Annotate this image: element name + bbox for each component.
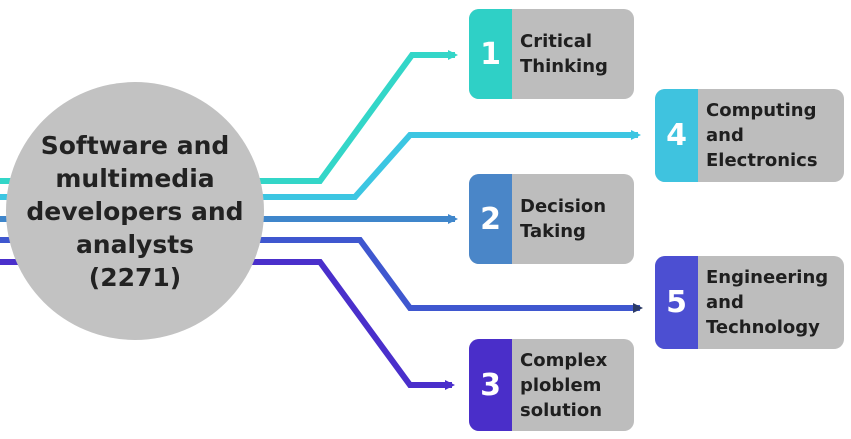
card-label-line: and bbox=[706, 125, 744, 146]
card-label-line: Computing bbox=[706, 100, 817, 121]
card-label-line: Taking bbox=[520, 221, 586, 242]
card-label: Engineering and Technology bbox=[698, 256, 844, 349]
card-number: 2 bbox=[469, 174, 512, 264]
card-label: Decision Taking bbox=[512, 174, 634, 264]
hub-line: multimedia bbox=[55, 163, 215, 193]
card-critical-thinking: 1 Critical Thinking bbox=[469, 9, 634, 99]
hub-line: (2271) bbox=[88, 262, 182, 292]
card-engineering-technology: 5 Engineering and Technology bbox=[655, 256, 844, 349]
card-number: 3 bbox=[469, 339, 512, 431]
card-label-line: Technology bbox=[706, 317, 820, 338]
card-label-line: and bbox=[706, 292, 744, 313]
hub-label: Software and multimedia developers and a… bbox=[26, 129, 243, 294]
card-label-line: Thinking bbox=[520, 56, 608, 77]
hub-line: developers and bbox=[26, 196, 244, 226]
card-label-line: Engineering bbox=[706, 267, 829, 288]
hub-line: Software and bbox=[40, 130, 230, 160]
card-label-line: Critical bbox=[520, 31, 593, 52]
card-decision-taking: 2 Decision Taking bbox=[469, 174, 634, 264]
card-number: 1 bbox=[469, 9, 512, 99]
card-label-line: Electronics bbox=[706, 150, 818, 171]
hub-circle: Software and multimedia developers and a… bbox=[6, 82, 264, 340]
card-number: 5 bbox=[655, 256, 698, 349]
card-label-line: solution bbox=[520, 399, 603, 421]
card-label-line: Complex bbox=[520, 349, 608, 371]
card-computing-electronics: 4 Computing and Electronics bbox=[655, 89, 844, 182]
card-label-line: ploblem bbox=[520, 374, 602, 396]
card-label: Critical Thinking bbox=[512, 9, 634, 99]
card-label: Complex ploblem solution bbox=[512, 339, 634, 431]
card-number: 4 bbox=[655, 89, 698, 182]
card-label: Computing and Electronics bbox=[698, 89, 844, 182]
hub-line: analysts bbox=[75, 229, 195, 259]
card-complex-problem-solution: 3 Complex ploblem solution bbox=[469, 339, 634, 431]
card-label-line: Decision bbox=[520, 196, 607, 217]
